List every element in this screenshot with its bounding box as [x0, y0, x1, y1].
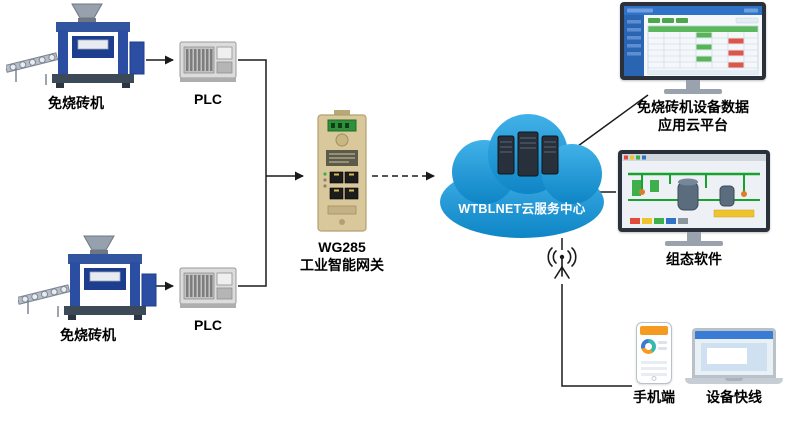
desktop-monitor-icon	[618, 150, 770, 232]
gateway-device: WG285 工业智能网关	[300, 110, 384, 274]
phone-text-line	[658, 341, 667, 344]
plc-icon	[179, 41, 237, 83]
wireless-antenna	[540, 246, 584, 286]
platform-label-line1: 免烧砖机设备数据	[637, 99, 749, 115]
gateway-icon	[317, 110, 367, 232]
platform-label: 免烧砖机设备数据 应用云平台	[637, 98, 749, 134]
phone-text-line	[658, 347, 667, 350]
smartphone-icon	[636, 322, 672, 384]
desktop-monitor-icon	[620, 2, 766, 80]
scada-label: 组态软件	[666, 251, 722, 267]
mobile-terminal: 手机端	[630, 322, 678, 407]
brick-machine-bottom: 免烧砖机	[14, 234, 162, 345]
laptop-icon	[685, 328, 783, 384]
plc-icon	[179, 267, 237, 309]
device-express-label: 设备快线	[706, 389, 762, 405]
phone-list-row	[641, 361, 667, 364]
laptop-screen-header	[695, 331, 773, 339]
platform-monitor: 免烧砖机设备数据 应用云平台	[618, 2, 768, 134]
line-plc-junction	[238, 59, 267, 287]
brick-machine-top-label: 免烧砖机	[48, 95, 104, 111]
laptop-screen	[692, 328, 776, 378]
laptop-screen-content	[701, 343, 767, 371]
server-rack-icon	[497, 131, 559, 177]
gateway-name: 工业智能网关	[300, 257, 384, 274]
gateway-label: WG285 工业智能网关	[300, 238, 384, 274]
scada-monitor: 组态软件	[616, 150, 772, 269]
plc-top-label: PLC	[194, 91, 222, 107]
plc-bottom: PLC	[178, 260, 238, 335]
brick-machine-top: 免烧砖机	[2, 2, 150, 113]
scada-screen	[622, 154, 766, 228]
plc-bottom-label: PLC	[194, 317, 222, 333]
monitor-stand-neck	[687, 232, 701, 241]
cloud-label: WTBLNET云服务中心	[458, 202, 586, 216]
cloud-icon	[440, 114, 604, 238]
phone-home-button	[651, 376, 657, 381]
wireless-antenna-icon	[547, 247, 577, 279]
device-express-terminal: 设备快线	[682, 328, 786, 407]
phone-list-row	[641, 373, 667, 376]
phone-list-row	[641, 367, 667, 370]
cloud-service-center: WTBLNET云服务中心	[436, 110, 608, 242]
phone-app-header	[640, 326, 668, 335]
laptop-base	[685, 378, 783, 384]
monitor-stand-neck	[686, 80, 700, 89]
platform-screen	[624, 6, 762, 76]
mobile-label: 手机端	[633, 389, 675, 405]
brick-machine-icon	[6, 3, 145, 89]
brick-machine-bottom-label: 免烧砖机	[60, 327, 116, 343]
monitor-stand-base	[665, 241, 723, 246]
brick-machine-icon	[18, 235, 157, 321]
line-antenna-to-devices	[561, 284, 632, 387]
gateway-model: WG285	[318, 239, 366, 255]
monitor-stand-base	[664, 89, 722, 94]
platform-label-line2: 应用云平台	[658, 117, 728, 134]
phone-donut-chart	[641, 339, 656, 354]
plc-top: PLC	[178, 34, 238, 109]
